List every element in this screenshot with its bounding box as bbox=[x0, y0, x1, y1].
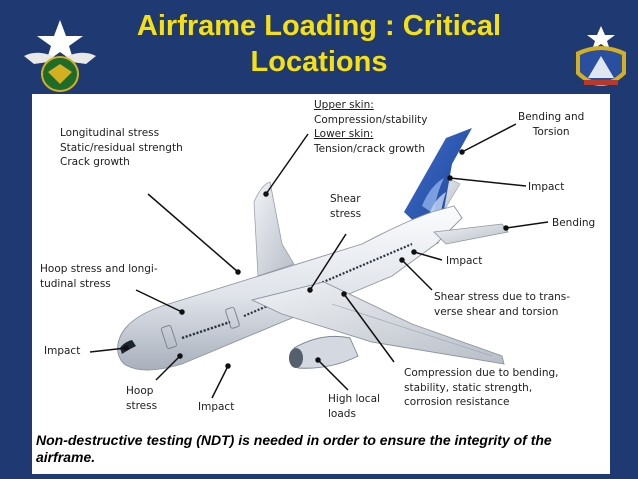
label-shear-stress: Shear stress bbox=[330, 193, 362, 220]
near-wing bbox=[250, 281, 505, 365]
label-impact-tail: Impact bbox=[528, 181, 565, 193]
label-compression: Compression due to bending, stability, s… bbox=[404, 367, 559, 408]
label-high-local-loads: High local loads bbox=[328, 393, 380, 420]
label-longitudinal-stress: Longitudinal stress Static/residual stre… bbox=[60, 127, 183, 168]
air-command-emblem-icon bbox=[576, 26, 626, 86]
label-impact-lower: Impact bbox=[198, 401, 235, 413]
far-wing bbox=[253, 181, 295, 277]
label-impact-nose: Impact bbox=[44, 345, 81, 357]
diagram-panel: Longitudinal stress Static/residual stre… bbox=[32, 94, 610, 474]
title-line-1: Airframe Loading : Critical bbox=[136, 10, 502, 42]
leader-lines bbox=[89, 123, 549, 399]
label-bending-torsion: Bending and Torsion bbox=[518, 111, 585, 138]
ndt-note: Non-destructive testing (NDT) is needed … bbox=[36, 432, 552, 465]
airframe-diagram bbox=[89, 123, 549, 399]
engine-nacelle bbox=[289, 335, 359, 369]
label-shear-transverse: Shear stress due to trans- verse shear a… bbox=[434, 291, 571, 318]
slide-title: Airframe Loading : Critical Locations bbox=[110, 8, 528, 80]
label-impact-fuselage: Impact bbox=[446, 255, 483, 267]
near-stabilizer bbox=[433, 223, 509, 245]
label-hoop-stress: Hoop stress bbox=[126, 385, 158, 412]
label-bending: Bending bbox=[552, 217, 596, 229]
label-skin: Upper skin: Compression/stability Lower … bbox=[314, 99, 428, 155]
air-force-emblem-icon bbox=[24, 20, 96, 92]
title-line-2: Locations bbox=[250, 46, 388, 78]
label-hoop-longitudinal: Hoop stress and longi- tudinal stress bbox=[40, 263, 158, 290]
